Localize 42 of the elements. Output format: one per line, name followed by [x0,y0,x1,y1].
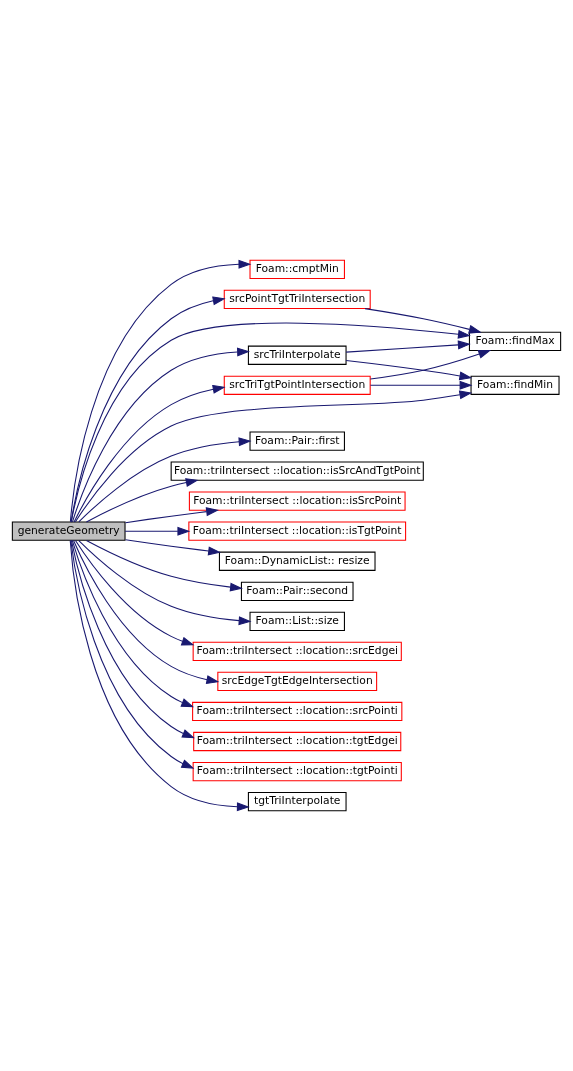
node-box: Foam::triIntersect ::location::tgtEdgei [193,731,402,752]
node-box: srcTriInterpolate [247,345,347,365]
node-box: Foam::Pair::second [240,581,354,601]
node-box: tgtTriInterpolate [247,791,347,812]
node-box: Foam::DynamicList:: resize [218,551,376,571]
arrow [364,308,482,334]
arrow [78,437,252,523]
node-box: Foam::Pair::first [249,431,345,451]
node-box: generateGeometry [11,521,126,541]
node-box: srcPointTgtTriIntersection [223,289,371,310]
arrow [85,478,199,523]
arrow [74,390,473,523]
arrow [369,349,492,380]
node-box: Foam::triIntersect ::location::isSrcAndTgtPoint [170,461,424,481]
arrow [71,539,195,708]
node-box: srcTriTgtPointIntersection [223,375,371,395]
arrow [345,340,471,353]
arrow [124,539,222,556]
node-box: Foam::cmptMin [249,259,345,280]
arrow [69,540,250,812]
node-box: Foam::triIntersect ::location::isTgtPoint [188,521,407,541]
arrow [70,322,471,523]
node-box: Foam::triIntersect ::location::srcEdgei [192,641,402,662]
arrow [69,259,252,523]
arrow [70,296,226,523]
arrow [85,539,243,592]
node-box: Foam::findMax [468,331,562,351]
node-box: srcEdgeTgtEdgeIntersection [217,671,378,692]
node-box: Foam::triIntersect ::location::tgtPointi [192,761,402,782]
arrow [345,359,473,381]
node-box: Foam::findMin [470,375,560,395]
arrow [71,347,250,523]
node-box: Foam::List::size [249,611,345,631]
arrow [74,540,195,646]
arrow [73,384,226,523]
node-box: Foam::triIntersect ::location::srcPointi [192,701,403,722]
arrow [124,507,220,524]
arrow [78,540,252,626]
arrow [73,539,220,685]
arrow [124,526,191,536]
arrow [369,380,473,390]
node-box: Foam::triIntersect ::location::isSrcPoint [188,491,406,511]
